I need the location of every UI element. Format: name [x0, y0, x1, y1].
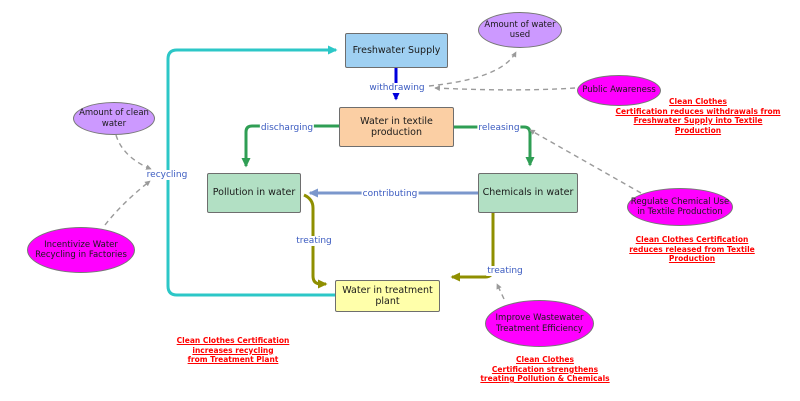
- annotation-increases-recycling[interactable]: Clean Clothes Certification increases re…: [176, 336, 290, 364]
- flow-label-discharging[interactable]: discharging: [259, 123, 315, 133]
- flow-discharging[interactable]: [241, 124, 339, 168]
- flow-label-releasing[interactable]: releasing: [477, 123, 521, 133]
- node-amount-of-water-used[interactable]: Amount of water used: [478, 12, 562, 48]
- link-improve-to-treating[interactable]: [496, 283, 505, 300]
- node-chemicals-in-water[interactable]: Chemicals in water: [478, 173, 578, 213]
- flow-label-contributing[interactable]: contributing: [361, 189, 419, 199]
- link-withdrawing-to-amount-used[interactable]: [428, 51, 517, 87]
- flow-label-treating-chemicals[interactable]: treating: [486, 266, 524, 276]
- flow-treating-pollution[interactable]: [303, 193, 328, 289]
- annotation-reduces-withdrawals[interactable]: Clean Clothes Certification reduces with…: [615, 97, 781, 135]
- node-improve-wastewater-treatment[interactable]: Improve Wastewater Treatment Efficiency: [485, 300, 594, 347]
- flow-label-recycling[interactable]: recycling: [145, 170, 189, 180]
- node-pollution-in-water[interactable]: Pollution in water: [207, 173, 301, 213]
- flow-label-treating-pollution[interactable]: treating: [295, 236, 333, 246]
- link-clean-water-to-recycling[interactable]: [115, 134, 152, 170]
- node-freshwater-supply[interactable]: Freshwater Supply: [345, 33, 448, 68]
- link-incentivize-to-recycling[interactable]: [104, 180, 151, 226]
- node-incentivize-water-recycling[interactable]: Incentivize Water Recycling in Factories: [27, 227, 135, 273]
- node-regulate-chemical-use[interactable]: Regulate Chemical Use in Textile Product…: [627, 188, 733, 226]
- node-amount-of-clean-water[interactable]: Amount of clean water: [73, 102, 155, 135]
- node-water-in-treatment-plant[interactable]: Water in treatment plant: [335, 280, 440, 312]
- annotation-strengthens-treating[interactable]: Clean Clothes Certification strengthens …: [480, 355, 610, 383]
- annotation-reduces-released[interactable]: Clean Clothes Certification reduces rele…: [629, 235, 755, 263]
- node-public-awareness[interactable]: Public Awareness: [577, 75, 661, 106]
- link-regulate-to-releasing[interactable]: [529, 129, 642, 194]
- flow-label-withdrawing[interactable]: withdrawing: [368, 83, 426, 93]
- node-water-in-textile-production[interactable]: Water in textile production: [339, 107, 454, 147]
- link-public-awareness-to-withdrawing[interactable]: [434, 85, 576, 92]
